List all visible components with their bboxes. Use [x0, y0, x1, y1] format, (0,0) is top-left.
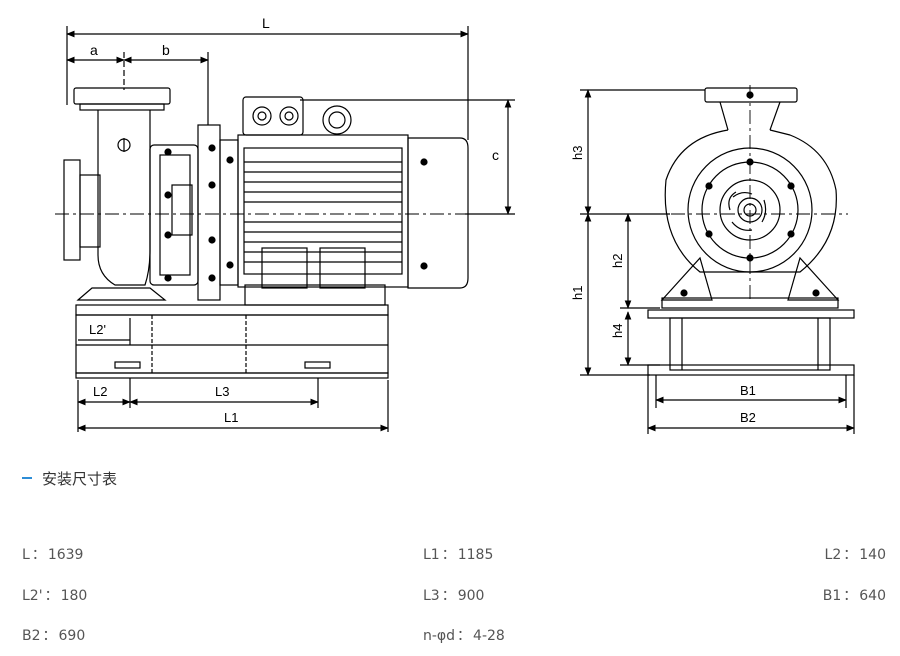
spec-L2-prime: L2'：180: [22, 585, 87, 605]
section-accent-bar: [22, 477, 32, 479]
spec-value: 690: [58, 628, 86, 644]
spec-separator: ：: [44, 588, 59, 604]
dim-label-a: a: [90, 42, 98, 58]
section-title: 安装尺寸表: [42, 469, 118, 488]
spec-L1: L1：1185: [423, 544, 493, 564]
spec-value: 1639: [47, 547, 84, 563]
spec-label: L1: [423, 547, 440, 563]
spec-L: L：1639: [22, 544, 83, 564]
dim-label-h4: h4: [610, 324, 625, 338]
dim-label-B2: B2: [740, 410, 756, 425]
spec-separator: ：: [31, 547, 46, 563]
dim-label-h1: h1: [570, 286, 585, 300]
spec-label: B1: [822, 588, 842, 604]
spec-separator: ：: [843, 588, 858, 604]
spec-label: L: [22, 547, 30, 563]
spec-separator: ：: [441, 547, 456, 563]
spec-n-phi-d: n-φd：4-28: [423, 625, 505, 645]
spec-B1: B1：640: [823, 585, 886, 605]
spec-label: B2: [22, 628, 41, 644]
dim-label-L3: L3: [215, 384, 229, 399]
dim-label-h2: h2: [610, 254, 625, 268]
section-header: 安装尺寸表: [22, 466, 117, 490]
spec-value: 1185: [457, 547, 494, 563]
spec-value: 640: [859, 588, 886, 604]
spec-separator: ：: [441, 588, 456, 604]
spec-L3: L3：900: [423, 585, 484, 605]
spec-label: L2: [824, 547, 842, 563]
dim-label-h3: h3: [570, 146, 585, 160]
spec-separator: ：: [457, 628, 472, 644]
dim-label-L: L: [262, 15, 270, 31]
spec-label: L3: [423, 588, 440, 604]
dim-label-c: c: [492, 147, 499, 163]
side-view: [55, 26, 515, 432]
spec-label: n-φd: [423, 628, 456, 644]
dim-label-B1: B1: [740, 383, 756, 398]
spec-B2: B2：690: [22, 625, 85, 645]
spec-label: L2': [22, 588, 43, 604]
spec-separator: ：: [42, 628, 57, 644]
end-view: [580, 85, 855, 434]
spec-L2: L2：140: [825, 544, 886, 564]
spec-separator: ：: [843, 547, 858, 563]
spec-value: 140: [859, 547, 886, 563]
spec-value: 180: [60, 588, 88, 604]
spec-value: 900: [457, 588, 485, 604]
dim-label-L2: L2: [93, 384, 107, 399]
dim-label-b: b: [162, 42, 170, 58]
spec-value: 4-28: [473, 628, 505, 644]
pump-installation-drawing: L a b c L2' L2 L3 L1: [55, 15, 855, 434]
dim-label-L1: L1: [224, 410, 238, 425]
dim-label-L2p: L2': [89, 322, 106, 337]
